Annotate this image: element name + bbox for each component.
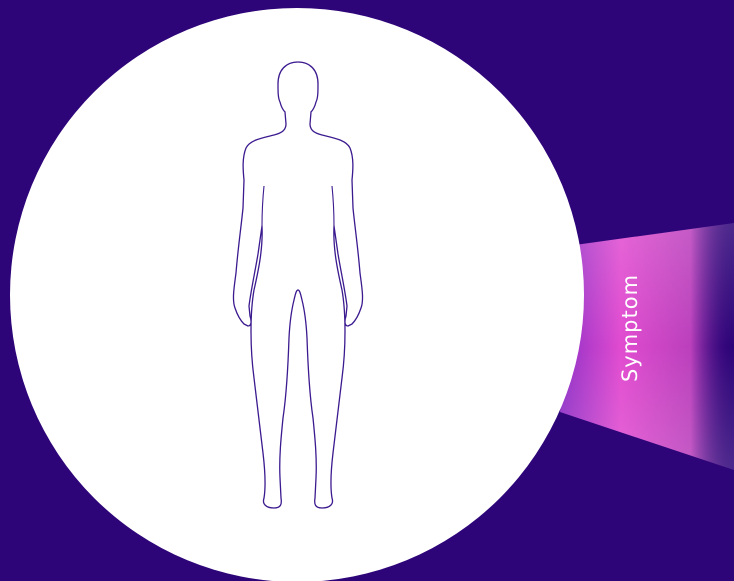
symptom-label[interactable]: Symptom (618, 274, 642, 382)
human-body-outline-icon (228, 58, 368, 516)
